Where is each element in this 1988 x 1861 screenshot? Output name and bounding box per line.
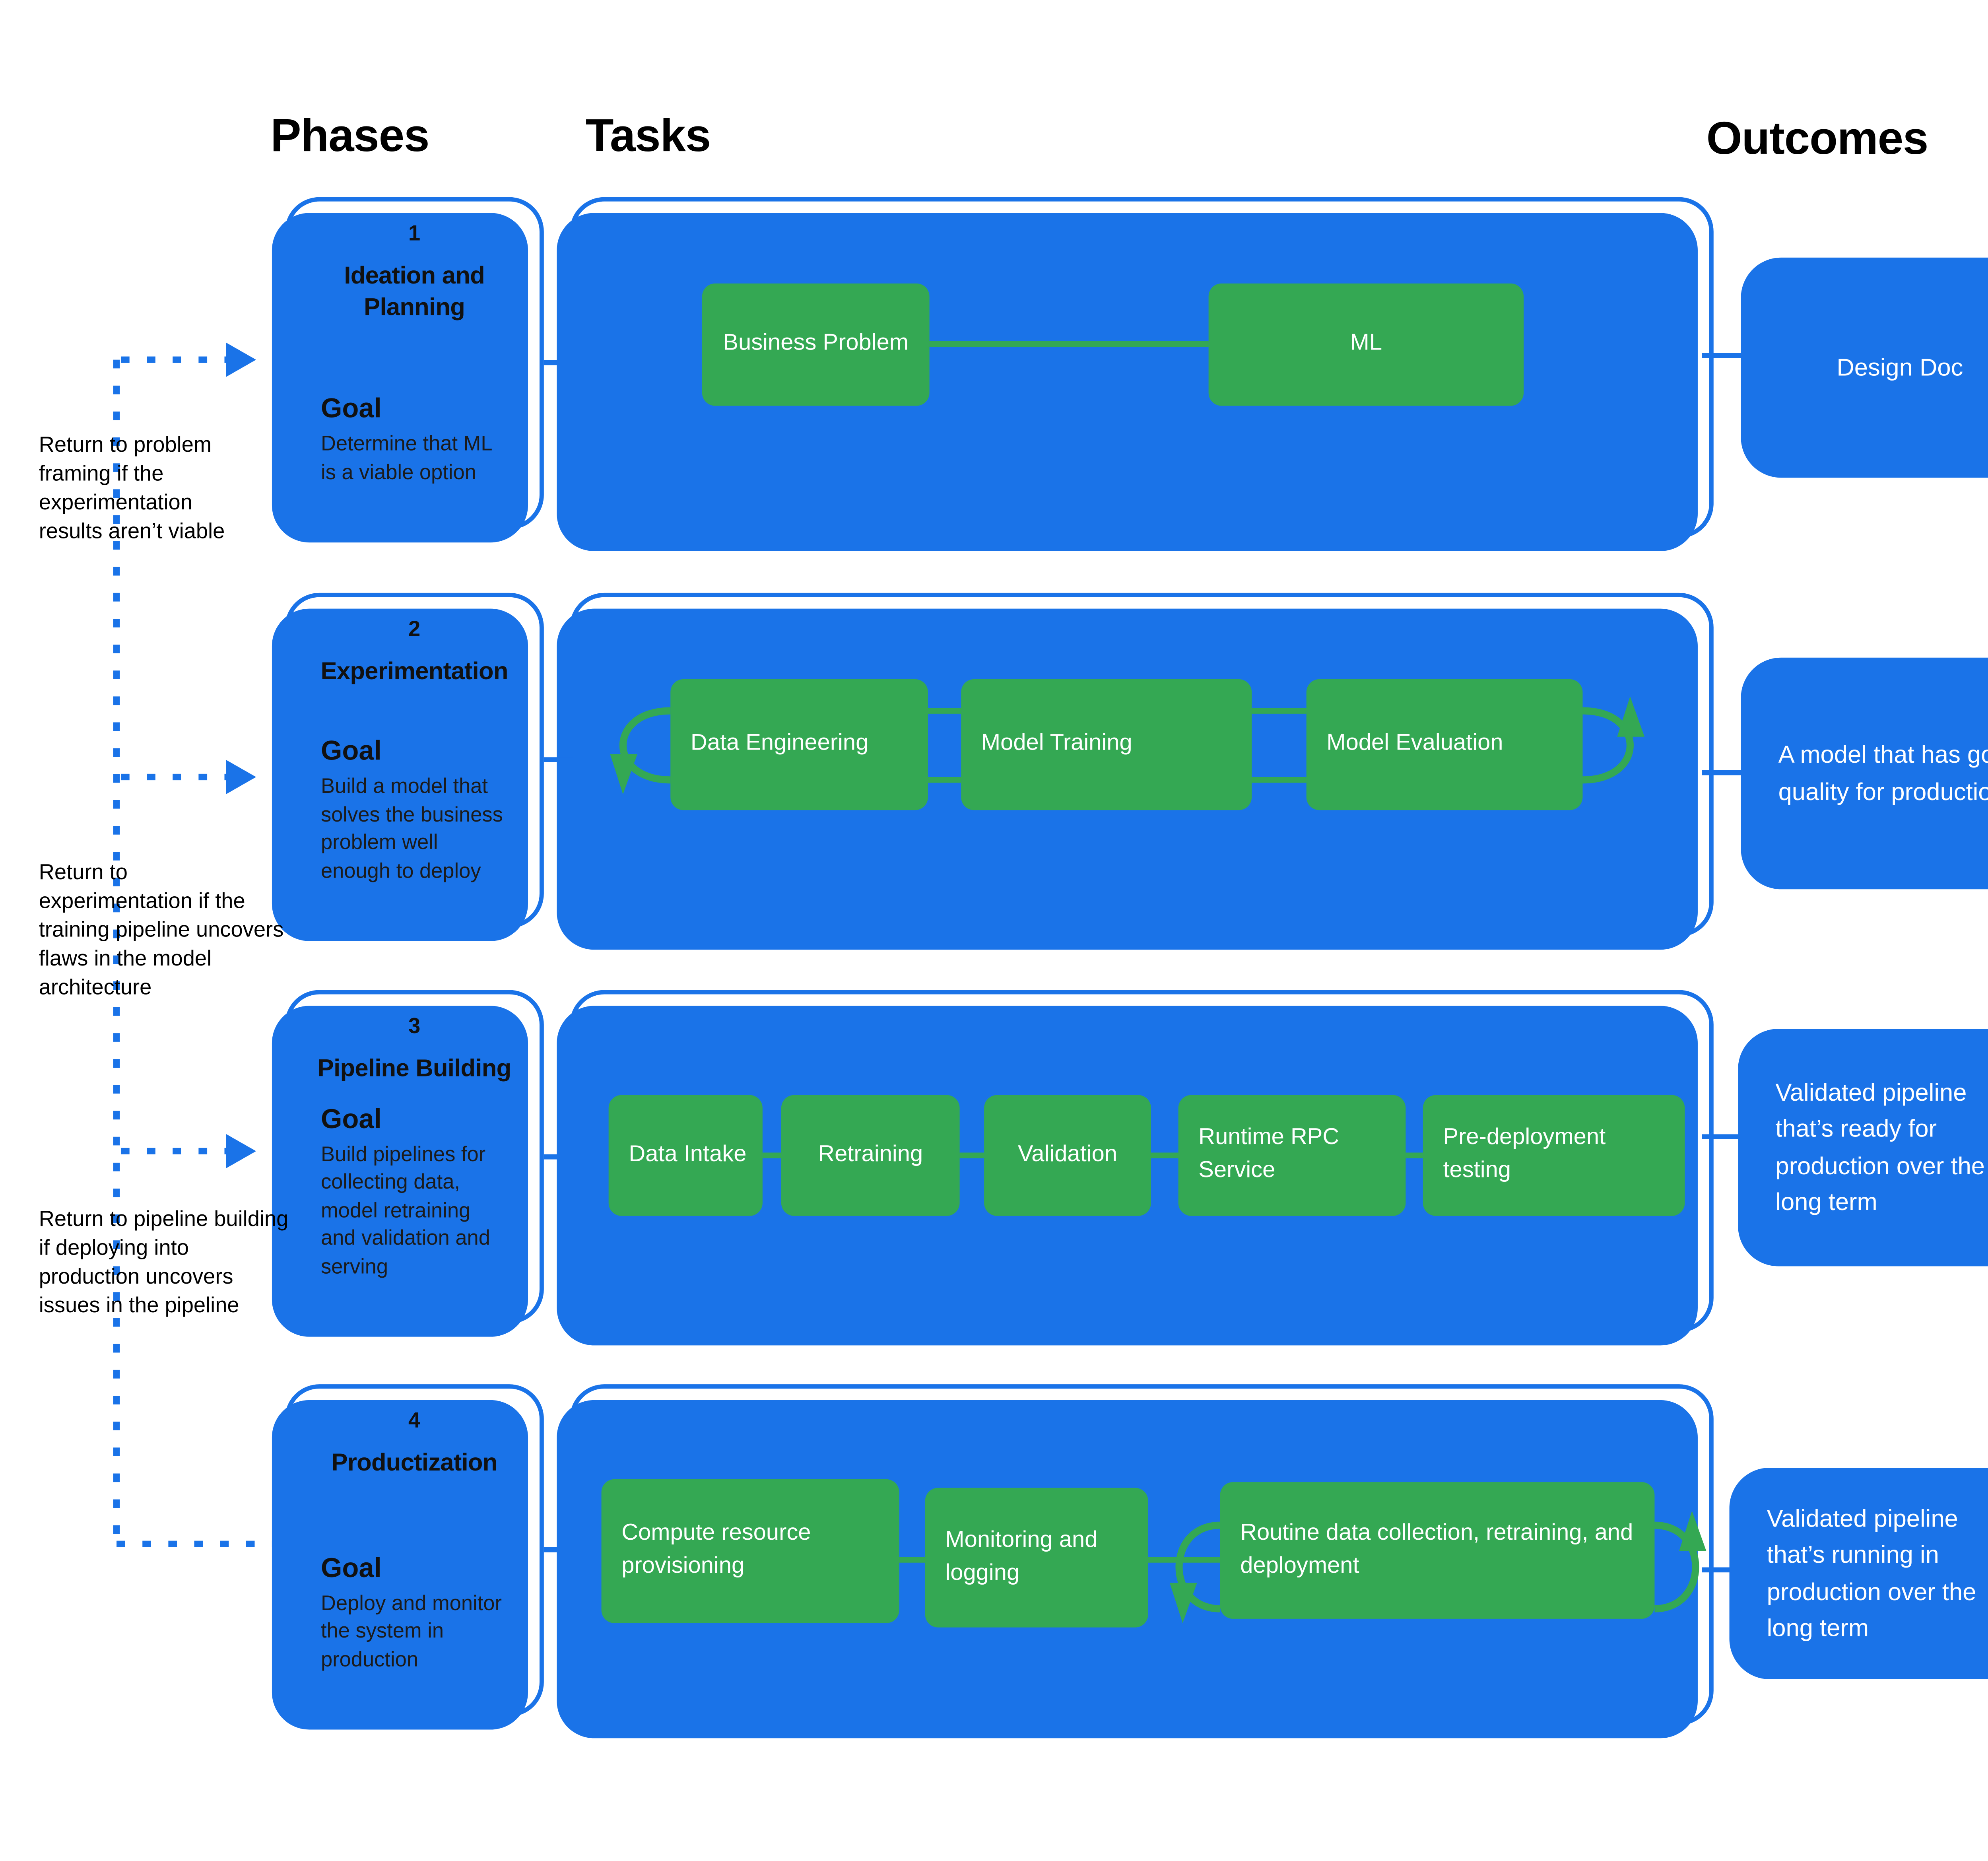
return-dotted-paths <box>113 356 274 1547</box>
phase-title: Ideation and Planning <box>344 262 485 321</box>
task-validation: Validation <box>984 1095 1151 1216</box>
outcome-label: Validated pipeline that’s running in pro… <box>1767 1504 1976 1642</box>
phase-goal: Goal Build pipelines for collecting data… <box>298 1105 531 1282</box>
task-ml: ML <box>1208 283 1524 406</box>
task-monitoring-and-logging: Monitoring and logging <box>925 1488 1148 1628</box>
goal-text: Build pipelines for collecting data, mod… <box>320 1144 490 1279</box>
phase-title: Productization <box>331 1449 498 1476</box>
phase-number: 1 <box>408 221 421 246</box>
goal-label: Goal <box>320 1105 382 1135</box>
outcome-validated-pipeline-ready: Validated pipeline that’s ready for prod… <box>1738 1029 1988 1267</box>
goal-text: Determine that ML is a viable option <box>320 433 492 484</box>
task-label: Runtime RPC Service <box>1198 1125 1340 1183</box>
task-label: Pre-deployment testing <box>1443 1125 1606 1183</box>
phase-card-productization: 4 Productization Goal Deploy and monitor… <box>272 1384 544 1730</box>
goal-label: Goal <box>320 1554 382 1584</box>
task-label: Model Training <box>981 731 1132 756</box>
return-arrow-right-icon <box>226 342 256 377</box>
return-arrow-right-icon <box>226 1134 256 1169</box>
production-loop-left-arc <box>1175 1521 1220 1612</box>
phase-card-pipeline-building: 3 Pipeline Building Goal Build pipelines… <box>272 990 544 1337</box>
loop-arrow-up-icon <box>1617 696 1645 737</box>
task-label: Validation <box>1017 1142 1118 1167</box>
green-loop-arrowheads <box>610 696 1706 1623</box>
column-header-tasks: Tasks <box>585 109 711 161</box>
task-data-intake: Data Intake <box>608 1095 763 1216</box>
task-retraining: Retraining <box>781 1095 960 1216</box>
task-links <box>619 341 1699 1612</box>
column-header-outcomes: Outcomes <box>1706 112 1929 164</box>
task-business-problem: Business Problem <box>702 283 930 406</box>
phase-number: 4 <box>408 1408 421 1434</box>
task-label: Retraining <box>818 1142 923 1167</box>
outcome-validated-pipeline-running: Validated pipeline that’s running in pro… <box>1729 1467 1988 1679</box>
phase-title: Experimentation <box>320 657 509 685</box>
outcome-design-doc: Design Doc <box>1741 257 1988 478</box>
task-label: Compute resource provisioning <box>621 1521 811 1579</box>
return-arrowheads <box>226 342 256 1169</box>
task-data-engineering: Data Engineering <box>670 679 928 810</box>
phase-card-ideation: 1 Ideation and Planning Goal Determine t… <box>272 197 544 543</box>
task-label: ML <box>1350 331 1382 356</box>
production-loop-right-arc <box>1654 1521 1699 1612</box>
task-label: Monitoring and logging <box>945 1528 1098 1585</box>
note-return-to-pipeline-building: Return to pipeline building if deploying… <box>39 1207 289 1318</box>
return-arrow-right-icon <box>226 760 256 795</box>
loop-arrow-up-icon <box>1679 1511 1706 1551</box>
task-label: Routine data collection, retraining, and… <box>1240 1521 1633 1578</box>
outcome-quality-model: A model that has good quality for produc… <box>1741 657 1988 890</box>
phase-to-tasks-connectors <box>544 360 573 1552</box>
task-routine-data-collection: Routine data collection, retraining, and… <box>1220 1482 1655 1619</box>
phase-card-experimentation: 2 Experimentation Goal Build a model tha… <box>272 592 544 941</box>
experimentation-loop-left-arc <box>619 707 671 784</box>
task-label: Business Problem <box>723 331 909 356</box>
goal-text: Deploy and monitor the system in product… <box>320 1592 502 1672</box>
outcome-label: Design Doc <box>1837 354 1963 381</box>
phase-title: Pipeline Building <box>317 1055 511 1082</box>
goal-label: Goal <box>320 737 382 767</box>
experimentation-loop-right-arc <box>1582 707 1634 784</box>
phase-goal: Goal Build a model that solves the busin… <box>298 737 531 886</box>
task-runtime-rpc-service: Runtime RPC Service <box>1178 1095 1406 1216</box>
tasks-to-outcome-connectors <box>1702 353 1744 1573</box>
column-header-phases: Phases <box>270 109 429 161</box>
task-label: Data Intake <box>629 1142 747 1167</box>
note-return-to-problem-framing: Return to problem framing if the experim… <box>39 433 225 544</box>
outcome-label: Validated pipeline that’s ready for prod… <box>1775 1078 1985 1216</box>
phase-number: 2 <box>408 617 421 642</box>
loop-arrow-down-icon <box>610 754 638 795</box>
task-label: Data Engineering <box>690 731 869 756</box>
outcome-label: A model that has good quality for produc… <box>1778 741 1988 805</box>
task-model-training: Model Training <box>961 679 1252 810</box>
loop-arrow-down-icon <box>1169 1583 1197 1623</box>
goal-text: Build a model that solves the business p… <box>320 776 503 883</box>
phase-number: 3 <box>408 1014 421 1039</box>
task-label: Model Evaluation <box>1326 731 1503 756</box>
note-return-to-experimentation: Return to experimentation if the trainin… <box>39 860 284 1000</box>
task-pre-deployment-testing: Pre-deployment testing <box>1423 1095 1685 1216</box>
goal-label: Goal <box>320 394 382 425</box>
phase-goal: Goal Determine that ML is a viable optio… <box>298 394 531 488</box>
task-compute-resource-provisioning: Compute resource provisioning <box>601 1479 899 1623</box>
task-model-evaluation: Model Evaluation <box>1306 679 1583 810</box>
phase-goal: Goal Deploy and monitor the system in pr… <box>298 1554 531 1675</box>
